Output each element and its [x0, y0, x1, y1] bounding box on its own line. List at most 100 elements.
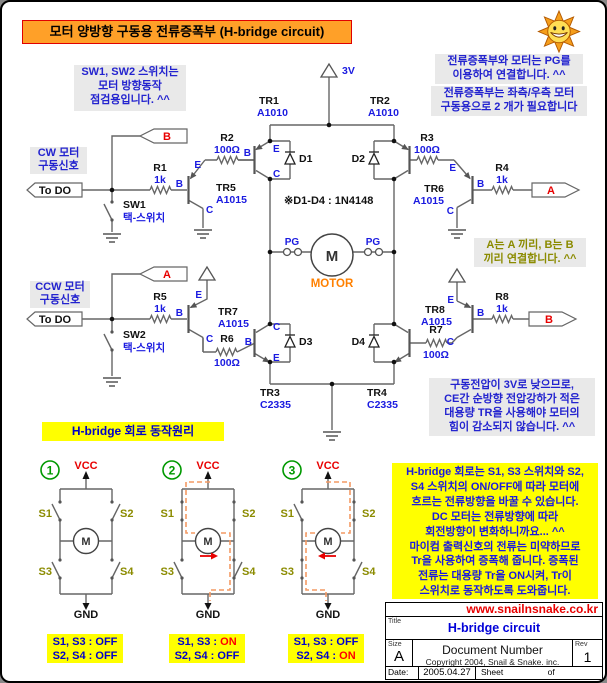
pointer-a-out: A [547, 185, 555, 197]
document-title: H-bridge circuit [447, 621, 541, 635]
principle-diagram-2: 2 VCC GND M S1 S2 S3 S4 [161, 460, 257, 621]
tr7-part: A1015 [218, 318, 249, 330]
d3-label: D3 [299, 336, 313, 348]
tr6-part: A1015 [413, 195, 444, 207]
rev-cell: Rev 1 [573, 640, 602, 666]
io-pointers [26, 128, 581, 327]
switch-state-box-3: S1, S3 : OFF S2, S4 : ON [288, 634, 364, 663]
r6-value: 100Ω [214, 357, 240, 369]
pg-label-right: PG [366, 237, 381, 248]
sw1-type: 택-스위치 [123, 211, 165, 224]
tr8-pin-c: C [447, 337, 454, 348]
status-value: OFF [336, 636, 359, 648]
copyright-text: Copyright 2004, Snail & Snake. inc. [425, 657, 560, 667]
todo-label-ccw: To DO [39, 314, 72, 326]
s4-label-2: S4 [242, 566, 256, 578]
sheet-cell: Sheet of [481, 667, 555, 677]
pointer-b-in: B [163, 131, 171, 143]
tr1-pin-c: C [273, 169, 280, 180]
motor-m-2: M [203, 536, 212, 548]
tr2-name: TR2 [370, 95, 390, 107]
website-url[interactable]: www.snailnsnake.co.kr [386, 603, 602, 617]
tr1-pin-e: E [273, 144, 280, 155]
junction-dots [109, 122, 397, 387]
pointer-b-out: B [545, 314, 553, 326]
tr3-part: C2335 [260, 399, 291, 411]
motor-symbol [310, 233, 354, 277]
principle-diagram-3: 3 VCC GND M S1 S2 S3 S4 [281, 460, 377, 621]
current-path-2 [185, 481, 231, 601]
status-value: OFF [95, 636, 118, 648]
s2-label-3: S2 [362, 508, 375, 520]
size-cell: Size A [386, 640, 413, 666]
status-value: ON [220, 636, 237, 648]
status-value: OFF [95, 650, 118, 662]
direction-arrow-left [318, 552, 325, 560]
s1-label-1: S1 [39, 508, 52, 520]
date-value: 2005.04.27 [419, 667, 476, 679]
supply-label: 3V [342, 65, 355, 77]
note-voltage-drop: 구동전압이 3V로 낮으므로, CE간 순방향 전압강하가 적은 대용량 TR을… [429, 378, 595, 436]
status-value: OFF [217, 650, 240, 662]
tr1-pin-b: B [244, 148, 251, 159]
tr1-part: A1010 [257, 107, 288, 119]
d1-label: D1 [299, 153, 313, 165]
s3-label-1: S3 [39, 566, 52, 578]
r3-value: 100Ω [414, 144, 440, 156]
tr5-pin-c: C [206, 205, 213, 216]
switch-contact-dots [110, 200, 114, 352]
diagram-1-number: 1 [47, 464, 54, 478]
s4-label-3: S4 [362, 566, 376, 578]
d2-label: D2 [352, 153, 366, 165]
tr7-pin-c: C [206, 334, 213, 345]
r6-name: R6 [220, 333, 234, 345]
diodes-d1-d4 [283, 151, 381, 348]
sun-icon [533, 10, 585, 54]
tr1-name: TR1 [259, 95, 279, 107]
sw1-label: SW1 [123, 199, 146, 211]
sw2-label: SW2 [123, 329, 146, 341]
tr6-pin-e: E [449, 163, 456, 174]
todo-label-cw: To DO [39, 185, 72, 197]
date-label: Date: [386, 667, 419, 679]
note-switch-purpose: SW1, SW2 스위치는 모터 방향동작 점검용입니다. ^^ [74, 65, 186, 111]
tr7-pin-e: E [195, 290, 202, 301]
motor-m-3: M [323, 536, 332, 548]
tr3-name: TR3 [260, 387, 280, 399]
circuit-wires [82, 77, 532, 430]
note-ab-connection: A는 A 끼리, B는 B 끼리 연결합니다. ^^ [474, 238, 586, 267]
r5-name: R5 [153, 291, 167, 303]
tr5-pin-b: B [176, 179, 183, 190]
tr7-pin-b: B [176, 308, 183, 319]
tr5-name: TR5 [216, 182, 236, 194]
tr3-pin-e: E [273, 353, 280, 364]
s1-label-3: S1 [281, 508, 294, 520]
d4-label: D4 [352, 336, 366, 348]
tr8-pin-b: B [477, 308, 484, 319]
status-value: ON [339, 650, 356, 662]
document-number: Document Number [442, 643, 543, 657]
note-pg-connection: 전류증폭부와 모터는 PG를 이용하여 연결합니다. ^^ [435, 54, 583, 84]
vcc-label-2: VCC [196, 460, 219, 472]
note-two-amplifiers: 전류증폭부는 좌측/우측 모터 구동용으로 2 개가 필요합니다 [431, 86, 587, 116]
r5-value: 1k [154, 303, 166, 315]
title-block: www.snailnsnake.co.kr Title H-bridge cir… [385, 602, 603, 680]
motor-m-1: M [81, 536, 90, 548]
cw-signal-label: CW 모터 구동신호 [30, 147, 87, 174]
diagram-2-number: 2 [169, 464, 176, 478]
gnd-label-3: GND [316, 609, 341, 621]
switch-state-box-2: S1, S3 : ON S2, S4 : OFF [169, 634, 245, 663]
title-label: Title [388, 618, 401, 625]
tr8-pin-e: E [447, 295, 454, 306]
s1-label-2: S1 [161, 508, 174, 520]
size-value: A [393, 648, 404, 665]
s2-label-2: S2 [242, 508, 255, 520]
pg-label-left: PG [285, 237, 300, 248]
motor-caption: MOTOR [311, 278, 354, 290]
tr3-pin-c: C [273, 322, 280, 333]
r2-value: 100Ω [214, 144, 240, 156]
tr6-name: TR6 [424, 183, 444, 195]
tr8-name: TR8 [425, 304, 445, 316]
